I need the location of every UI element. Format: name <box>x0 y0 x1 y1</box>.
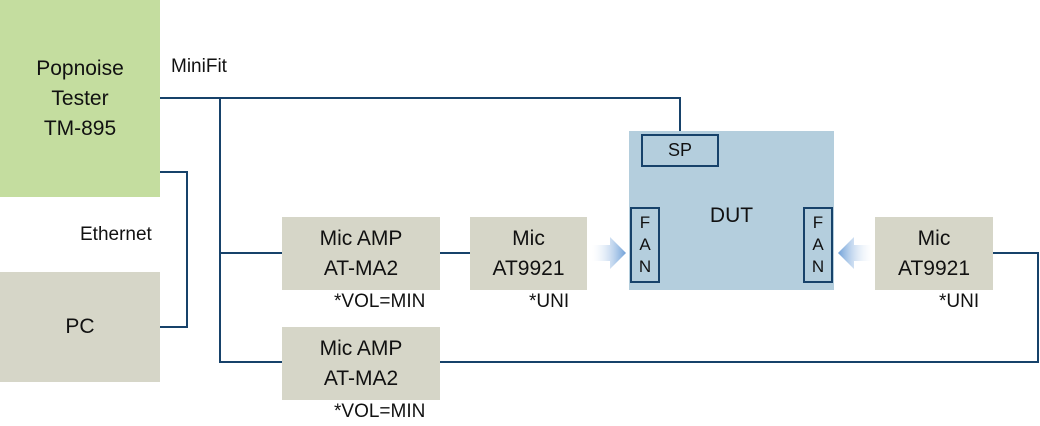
fan-right-letter: A <box>812 235 824 254</box>
tester-bus-wire <box>219 98 282 363</box>
pc-box: PC <box>0 272 160 382</box>
mic-amp-top-box: Mic AMP AT-MA2 <box>282 217 440 290</box>
minifit-label: MiniFit <box>171 56 227 77</box>
mic-right-model: AT9921 <box>898 256 970 280</box>
mic-left-note: *UNI <box>529 291 570 312</box>
right-sound-arrow <box>838 237 872 269</box>
left-sound-arrow <box>592 237 626 269</box>
fan-left-letter: A <box>639 235 651 254</box>
fan-left-box: F A N <box>630 207 660 283</box>
mic-amp-bottom-model: AT-MA2 <box>323 366 399 390</box>
mic-amp-bottom-box: Mic AMP AT-MA2 <box>282 327 440 400</box>
mic-amp-bottom-name: Mic AMP <box>319 336 403 360</box>
mic-amp-bottom-note: *VOL=MIN <box>334 401 426 422</box>
right-mic-to-bottom-amp-wire <box>440 252 1039 363</box>
mic-right-box: Mic AT9921 <box>875 217 993 290</box>
pc-label: PC <box>65 315 95 338</box>
fan-right-letter: F <box>812 213 824 232</box>
minifit-to-sp-wire <box>160 97 681 131</box>
mic-left-name: Mic <box>512 226 545 250</box>
dut-label: DUT <box>709 204 754 227</box>
sp-label: SP <box>667 140 692 160</box>
mic-amp-top-name: Mic AMP <box>319 226 403 250</box>
fan-left-letter: N <box>638 257 652 276</box>
fan-right-letter: N <box>811 257 825 276</box>
ethernet-wire <box>160 171 188 328</box>
mic-amp-top-note: *VOL=MIN <box>334 291 426 312</box>
mic-right-note: *UNI <box>939 291 980 312</box>
popnoise-tester-box: Popnoise Tester TM-895 <box>0 0 160 197</box>
ethernet-label: Ethernet <box>80 224 152 245</box>
tester-name-line1: Popnoise <box>36 56 124 80</box>
fan-right-box: F A N <box>803 207 833 283</box>
fan-left-letter: F <box>639 213 651 232</box>
mic-right-name: Mic <box>917 226 951 250</box>
tester-name-line2: Tester <box>51 86 109 110</box>
mic-left-box: Mic AT9921 <box>470 217 587 290</box>
dut-box: DUT <box>629 131 834 290</box>
mic-left-model: AT9921 <box>492 256 565 280</box>
tester-model: TM-895 <box>43 116 117 140</box>
speaker-sp-box: SP <box>641 134 719 167</box>
mic-amp-top-model: AT-MA2 <box>323 256 399 280</box>
